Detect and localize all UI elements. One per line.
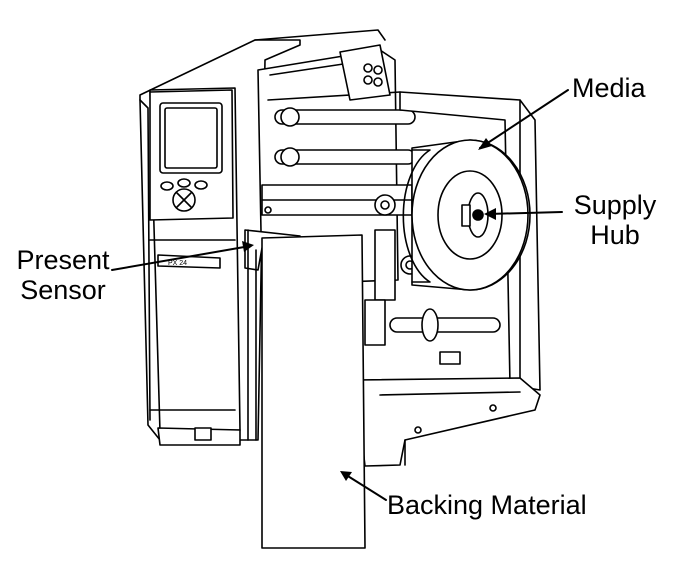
supply-hub-label-line-1: Supply [573,190,657,220]
media-arrowhead [478,138,492,150]
present-sensor-label: Present Sensor [8,245,118,305]
model-badge: PX 24 [168,260,187,267]
backing-material-label: Backing Material [387,490,587,520]
backing-material-strip [261,234,366,549]
present-sensor-arrowhead [242,241,254,252]
media-leader-line [479,89,569,149]
supply-hub [461,192,489,238]
present-sensor-label-line-2: Sensor [20,275,106,305]
supply-hub-leader-line [487,211,563,215]
print-mechanism [257,44,420,346]
supply-hub-label-line-2: Hub [590,220,640,250]
control-panel [149,89,234,221]
present-sensor-label-line-1: Present [16,245,110,275]
present-sensor-leader-line [111,245,251,271]
supply-hub-label: Supply Hub [566,190,664,250]
backing-material-arrowhead [340,471,352,481]
media-label: Media [572,73,646,103]
supply-hub-arrowhead [484,208,496,220]
leader-lines [111,89,569,501]
arrowheads [242,138,496,481]
base-tray [354,308,541,467]
backing-material-leader-line [342,472,387,501]
